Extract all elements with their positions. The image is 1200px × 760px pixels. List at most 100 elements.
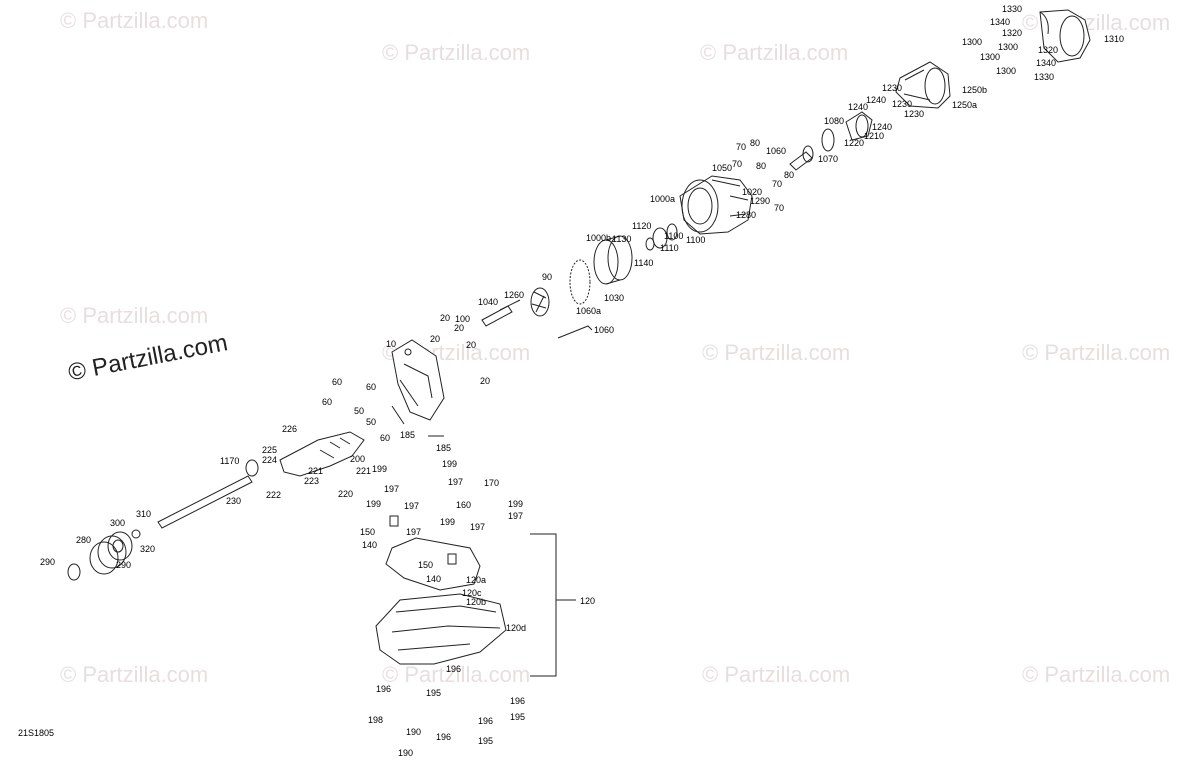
part-callout[interactable]: 1290 <box>750 196 771 206</box>
part-callout[interactable]: 196 <box>446 664 462 674</box>
part-callout[interactable]: 190 <box>406 727 422 737</box>
part-callout[interactable]: 1300 <box>996 66 1017 76</box>
part-callout[interactable]: 1280 <box>736 210 757 220</box>
part-callout[interactable]: 223 <box>304 476 320 486</box>
part-callout[interactable]: 197 <box>406 527 422 537</box>
part-callout[interactable]: 1320 <box>1002 28 1023 38</box>
part-callout[interactable]: 1300 <box>980 52 1001 62</box>
ride-plate-part[interactable] <box>375 593 507 665</box>
part-callout[interactable]: 1210 <box>864 131 885 141</box>
bearing-part[interactable] <box>652 227 668 249</box>
part-callout[interactable]: 120a <box>466 575 487 585</box>
part-callout[interactable]: 290 <box>40 557 56 567</box>
part-callout[interactable]: 1330 <box>1002 4 1023 14</box>
part-callout[interactable]: 120 <box>580 596 596 606</box>
part-callout[interactable]: 300 <box>110 518 126 528</box>
part-callout[interactable]: 1120 <box>632 221 652 231</box>
part-callout[interactable]: 20 <box>440 313 451 323</box>
part-callout[interactable]: 1110 <box>660 243 679 253</box>
part-callout[interactable]: 197 <box>508 511 524 521</box>
part-callout[interactable]: 199 <box>372 464 388 474</box>
part-callout[interactable]: 1070 <box>818 154 839 164</box>
part-callout[interactable]: 1250a <box>952 100 978 110</box>
part-callout[interactable]: 196 <box>478 716 494 726</box>
part-callout[interactable]: 280 <box>76 535 92 545</box>
part-callout[interactable]: 1340 <box>990 17 1011 27</box>
part-callout[interactable]: 1100 <box>664 231 684 241</box>
boot-part[interactable] <box>89 531 133 575</box>
part-callout[interactable]: 1320 <box>1038 45 1059 55</box>
wear-ring-part[interactable] <box>593 235 633 285</box>
part-callout[interactable]: 1060a <box>576 306 602 316</box>
part-callout[interactable]: 150 <box>360 527 376 537</box>
part-callout[interactable]: 310 <box>136 509 152 519</box>
part-callout[interactable]: 60 <box>322 397 333 407</box>
gasket-part[interactable] <box>385 537 481 591</box>
part-callout[interactable]: 60 <box>380 433 391 443</box>
part-callout[interactable]: 230 <box>226 496 242 506</box>
part-callout[interactable]: 1240 <box>866 95 887 105</box>
ring-part[interactable] <box>666 223 678 241</box>
part-callout[interactable]: 221 <box>308 466 324 476</box>
part-callout[interactable]: 20 <box>480 376 491 386</box>
part-callout[interactable]: 226 <box>282 424 298 434</box>
fitting-part[interactable] <box>389 515 399 527</box>
part-callout[interactable]: 195 <box>510 712 526 722</box>
part-callout[interactable]: 221 <box>356 466 372 476</box>
seal-carrier-part[interactable] <box>131 529 141 539</box>
part-callout[interactable]: 190 <box>398 748 414 758</box>
part-callout[interactable]: 196 <box>510 696 526 706</box>
part-callout[interactable]: 80 <box>750 138 761 148</box>
part-callout[interactable]: 60 <box>332 377 343 387</box>
impeller-shaft-part[interactable] <box>789 145 814 171</box>
part-callout[interactable]: 185 <box>400 430 416 440</box>
part-callout[interactable]: 222 <box>266 490 282 500</box>
part-callout[interactable]: 70 <box>772 179 783 189</box>
part-callout[interactable]: 1100 <box>686 235 706 245</box>
part-callout[interactable]: 50 <box>354 406 365 416</box>
part-callout[interactable]: 196 <box>376 684 392 694</box>
part-callout[interactable]: 220 <box>338 489 354 499</box>
venturi-part[interactable] <box>895 61 951 109</box>
part-callout[interactable]: 1330 <box>1034 72 1055 82</box>
part-callout[interactable]: 198 <box>368 715 384 725</box>
part-callout[interactable]: 10 <box>386 339 397 349</box>
part-callout[interactable]: 1060 <box>766 146 787 156</box>
fitting-part[interactable] <box>447 553 457 565</box>
part-callout[interactable]: 1030 <box>604 293 625 303</box>
part-callout[interactable]: 224 <box>262 455 278 465</box>
part-callout[interactable]: 1130 <box>612 234 632 244</box>
part-callout[interactable]: 100 <box>455 314 471 324</box>
part-callout[interactable]: 140 <box>426 574 442 584</box>
part-callout[interactable]: 1140 <box>634 258 654 268</box>
part-callout[interactable]: 1230 <box>904 109 925 119</box>
part-callout[interactable]: 200 <box>350 454 366 464</box>
part-callout[interactable]: 197 <box>448 477 464 487</box>
part-callout[interactable]: 195 <box>426 688 442 698</box>
part-callout[interactable]: 1300 <box>998 42 1019 52</box>
part-callout[interactable]: 1340 <box>1036 58 1057 68</box>
cone-part[interactable] <box>845 111 873 141</box>
impeller-part[interactable] <box>530 287 550 317</box>
part-callout[interactable]: 197 <box>404 501 420 511</box>
part-callout[interactable]: 199 <box>442 459 458 469</box>
part-callout[interactable]: 197 <box>384 484 400 494</box>
drive-shaft-part[interactable] <box>481 299 521 327</box>
part-callout[interactable]: 1170 <box>220 456 240 466</box>
part-callout[interactable]: 197 <box>470 522 486 532</box>
seal-part[interactable] <box>645 237 655 251</box>
clamp-part[interactable] <box>112 539 124 553</box>
part-callout[interactable]: 70 <box>732 159 743 169</box>
part-callout[interactable]: 120c <box>462 588 482 598</box>
part-callout[interactable]: 140 <box>362 540 378 550</box>
part-callout[interactable]: 120d <box>506 623 527 633</box>
pump-housing-part[interactable] <box>679 175 753 235</box>
part-callout[interactable]: 1060 <box>594 325 615 335</box>
o-ring-part[interactable] <box>821 128 835 152</box>
part-callout[interactable]: 195 <box>478 736 494 746</box>
part-callout[interactable]: 70 <box>774 203 785 213</box>
clamp-part[interactable] <box>67 563 81 581</box>
part-callout[interactable]: 1300 <box>962 37 983 47</box>
part-callout[interactable]: 1230 <box>892 99 913 109</box>
part-callout[interactable]: 20 <box>454 323 465 333</box>
